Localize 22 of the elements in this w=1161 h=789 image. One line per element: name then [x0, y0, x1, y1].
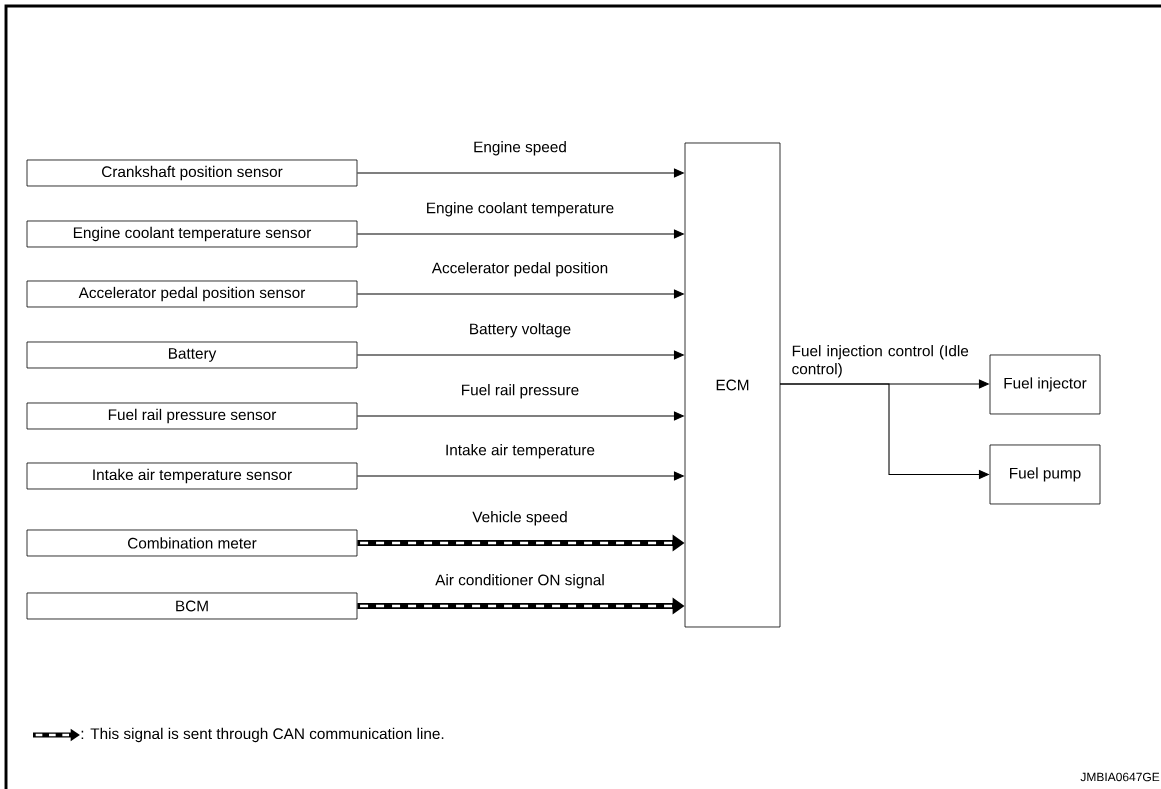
edge-label: Accelerator pedal position	[431, 262, 608, 277]
component-box: Fuel injector	[989, 354, 1101, 415]
component-box: Fuel rail pressure sensor	[26, 402, 358, 430]
component-box: BCM	[26, 592, 358, 620]
edge-label: Intake air temperature	[446, 444, 595, 459]
edge-label: Engine speed	[474, 141, 566, 156]
edge-label: Fuel rail pressure	[462, 384, 579, 399]
component-box: Engine coolant temperature sensor	[26, 220, 358, 248]
edge-label: Fuel injection control (Idle control)	[792, 345, 969, 378]
control-unit-box: ECM	[684, 142, 781, 628]
edge-label: Air conditioner ON signal	[435, 574, 604, 589]
component-box: Accelerator pedal position sensor	[26, 280, 358, 308]
edge-label: Battery voltage	[470, 323, 571, 338]
edge-label: Vehicle speed	[472, 511, 567, 526]
component-box: Fuel pump	[989, 444, 1101, 505]
component-box: Intake air temperature sensor	[26, 462, 358, 490]
component-box: Combination meter	[26, 529, 358, 557]
legend-text: : This signal is sent through CAN communication line.	[81, 727, 444, 743]
component-box: Battery	[26, 341, 358, 369]
figure-code: JMBIA0647GE	[1080, 772, 1160, 782]
component-box: Crankshaft position sensor	[26, 159, 358, 187]
edge-label: Engine coolant temperature	[427, 202, 614, 217]
